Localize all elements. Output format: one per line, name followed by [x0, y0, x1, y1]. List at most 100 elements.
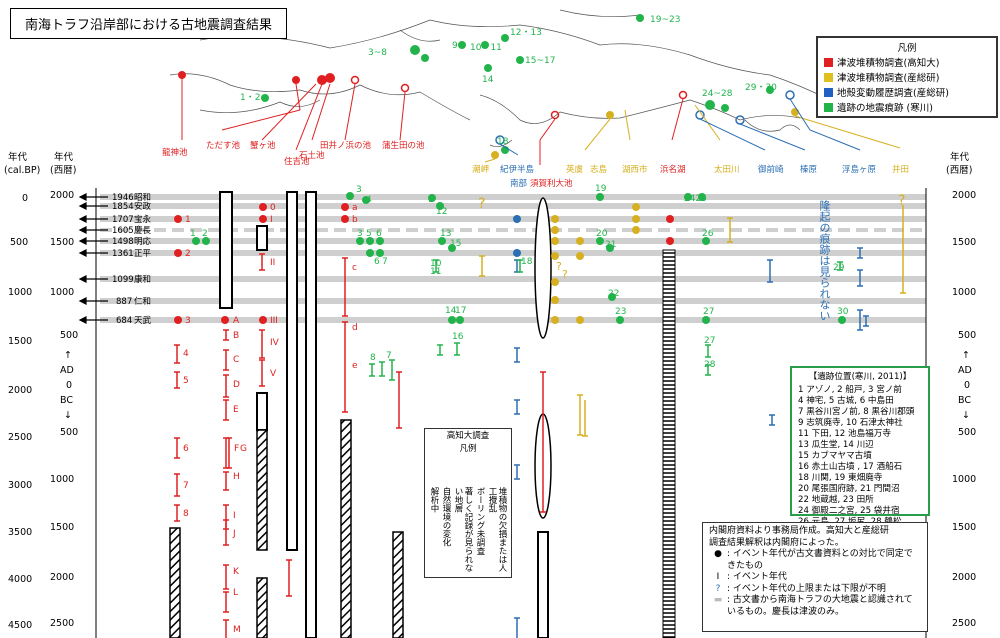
svg-text:湖西市: 湖西市: [622, 164, 648, 175]
svg-text:4000: 4000: [8, 574, 32, 585]
svg-text:L: L: [233, 588, 238, 598]
svg-text:1: 1: [190, 229, 196, 239]
note-item-dot: ● : イベント年代が古文書資料との対比で同定できたもの: [714, 549, 913, 571]
svg-text:宝永: 宝永: [134, 214, 152, 225]
map-green-7: [484, 64, 492, 72]
svg-text:2: 2: [202, 229, 208, 239]
svg-text:1500: 1500: [952, 237, 976, 248]
svg-text:?: ?: [898, 193, 905, 209]
svg-text:住吉池: 住吉池: [284, 156, 310, 167]
svg-text:年代: 年代: [8, 151, 28, 163]
legend-swatch-green: [824, 102, 833, 112]
svg-text:0: 0: [66, 380, 72, 391]
map-label-2: 3~8: [368, 48, 387, 58]
svg-text:6: 6: [374, 257, 380, 267]
svg-text:↓: ↓: [962, 410, 970, 421]
svg-text:1361: 1361: [112, 249, 134, 259]
svg-text:4: 4: [366, 195, 372, 205]
svg-text:1500: 1500: [50, 522, 74, 533]
svg-text:3: 3: [185, 316, 191, 326]
tadasu-label: A: [233, 316, 240, 326]
map-label-6: 14: [482, 75, 494, 85]
yellow-events: ? ? ? ?: [478, 193, 906, 437]
svg-text:500: 500: [60, 330, 78, 341]
site-list-line: 13 瓜生堂, 14 川辺: [798, 440, 874, 450]
site-list-line: 22 地蔵越, 23 田所: [798, 495, 874, 505]
map-green-12: [721, 104, 729, 112]
tadasu-open-bar: [219, 191, 233, 309]
svg-text:2500: 2500: [952, 618, 976, 629]
legend-swatch-red: [824, 57, 833, 67]
svg-text:↓: ↓: [64, 410, 72, 421]
gamoda-hatched-bar: [392, 531, 404, 638]
svg-text:b: b: [352, 215, 358, 225]
kani-label: 0: [270, 203, 276, 213]
svg-text:?: ?: [556, 260, 562, 273]
svg-text:5: 5: [366, 229, 372, 239]
kochi-caption-4: ボーリング未調査: [475, 487, 485, 555]
svg-text:J: J: [232, 529, 236, 539]
svg-text:13: 13: [440, 229, 451, 239]
site-list-line: 1 アゾノ, 2 船戸, 3 宮ノ前: [798, 385, 903, 395]
svg-text:1946: 1946: [112, 193, 134, 203]
svg-text:紀伊半島: 紀伊半島: [500, 164, 535, 175]
map-label-4: 10・11: [470, 43, 502, 53]
map-green-1: [261, 94, 269, 102]
ryuki-note: 隆起の痕跡は見られない: [818, 200, 831, 321]
map-label-10: 24~28: [702, 89, 733, 99]
svg-text:500: 500: [10, 237, 28, 248]
note-item-bar: I : イベント年代: [716, 572, 787, 582]
svg-text:II: II: [270, 258, 275, 268]
map-hamana-marker: [678, 90, 688, 100]
svg-text:康和: 康和: [134, 274, 151, 285]
svg-text:14: 14: [445, 306, 457, 316]
svg-text:昭和: 昭和: [134, 193, 151, 203]
svg-text:21: 21: [605, 240, 616, 250]
svg-text:9: 9: [428, 195, 434, 205]
legend-item-aist-crustal: 地殻変動履歴調査(産総研): [824, 85, 996, 99]
svg-text:0: 0: [964, 380, 970, 391]
svg-text:↑: ↑: [64, 350, 72, 361]
site-list-line: 24 御殿二之宮, 25 袋井宿: [798, 506, 900, 516]
svg-text:7: 7: [183, 481, 189, 491]
svg-text:2000: 2000: [952, 572, 976, 583]
notes-box: 内閣府資料より事務局作成。高知大と産総研 調査結果解釈は内閣府によった。 ● :…: [702, 522, 928, 632]
map-ryujin-marker: [178, 71, 186, 79]
svg-text:8: 8: [183, 509, 189, 519]
blue-events: [513, 215, 869, 638]
svg-text:17: 17: [455, 306, 466, 316]
svg-text:29: 29: [833, 263, 845, 273]
map-label-8: 18: [497, 137, 509, 147]
svg-text:1605: 1605: [112, 226, 134, 236]
svg-text:(cal.BP): (cal.BP): [4, 165, 40, 176]
svg-text:d: d: [352, 323, 358, 333]
svg-text:27: 27: [704, 336, 715, 346]
svg-text:10: 10: [430, 259, 442, 269]
map-shima-marker: [606, 111, 614, 119]
green-number-labels: 3 4 9 12 1 2 3 5 6 13 15 6 7 10 11 18 19…: [190, 184, 849, 370]
svg-text:28: 28: [704, 360, 716, 370]
map-green-2: [410, 45, 420, 55]
legend: 凡例 津波堆積物調査(高知大) 津波堆積物調査(産総研) 地殻変動履歴調査(産総…: [816, 36, 998, 118]
svg-text:正平: 正平: [134, 249, 152, 259]
svg-text:V: V: [270, 369, 277, 379]
ryujin-hatched-bar: [169, 527, 181, 638]
tai-label: a: [352, 203, 358, 213]
svg-text:1000: 1000: [952, 474, 976, 485]
map-green-4: [458, 41, 466, 49]
red-events: [174, 203, 674, 638]
svg-text:I: I: [233, 511, 236, 521]
svg-text:19: 19: [595, 184, 607, 194]
svg-text:30: 30: [837, 307, 849, 317]
bp-axis-labels: 0 500 1000 1500 2000 2500 3000 3500 4000…: [8, 193, 32, 631]
ad-axis-labels-right: 2000 1500 1000 500 0 500 1000 1500 2000 …: [952, 190, 976, 629]
svg-text:2000: 2000: [50, 190, 74, 201]
svg-text:0: 0: [22, 193, 28, 204]
note-line: 調査結果解釈は内閣府によった。: [709, 537, 844, 548]
site-list-line: 18 川関, 19 東畑廃寺: [798, 473, 883, 483]
svg-text:年代: 年代: [950, 151, 970, 163]
svg-text:1000: 1000: [50, 287, 74, 298]
column-bars: [169, 191, 676, 638]
site-list-line: 7 黒谷川宮ノ前, 8 黒谷川郡頭: [798, 407, 915, 417]
site-list-line: 11 下田, 12 池島福万寺: [798, 429, 891, 439]
